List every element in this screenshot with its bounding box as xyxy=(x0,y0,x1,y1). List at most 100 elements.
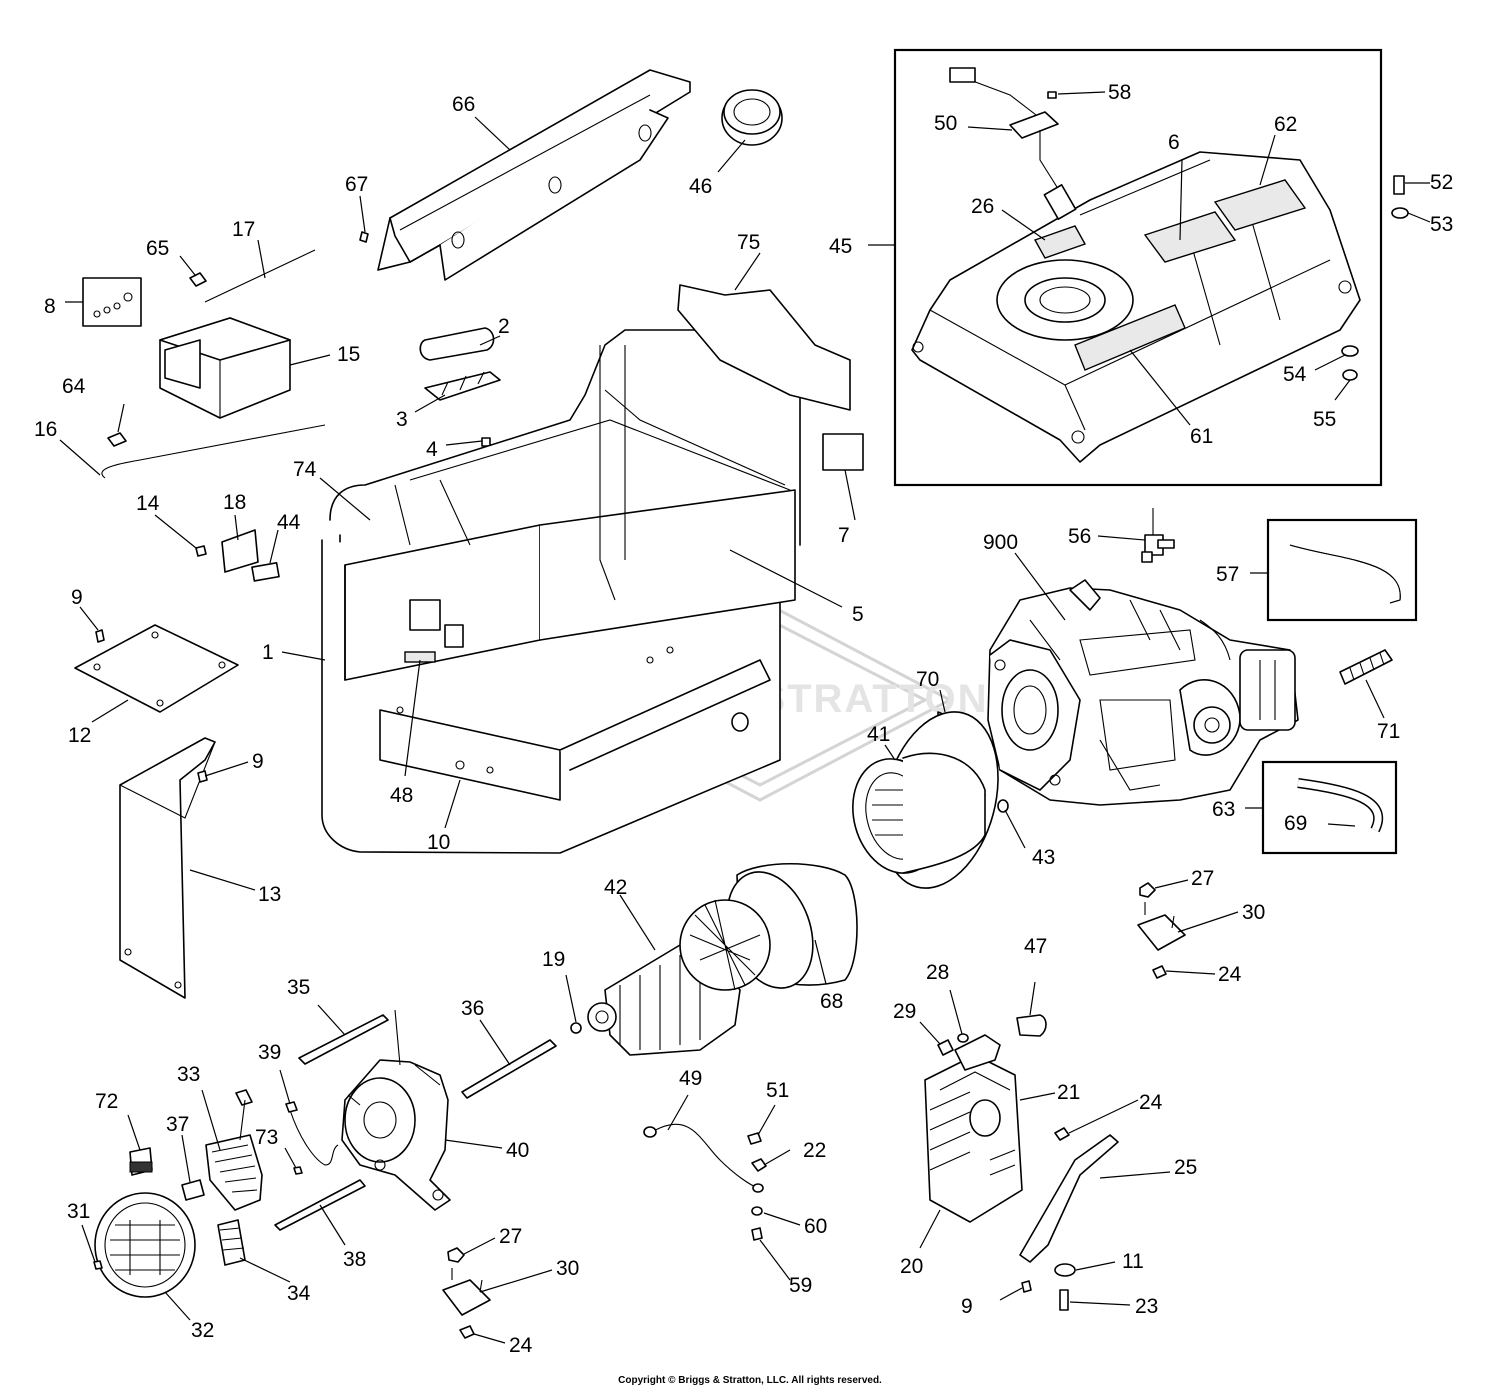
callout-69: 69 xyxy=(1284,812,1307,835)
callout-57: 57 xyxy=(1216,563,1239,586)
callout-labels: 1 2 3 4 5 6 7 8 9 9 9 10 11 12 13 14 15 … xyxy=(34,81,1453,1357)
callout-33: 33 xyxy=(177,1063,200,1086)
nut-55 xyxy=(1342,369,1358,381)
bracket-13 xyxy=(119,737,216,999)
callout-5: 5 xyxy=(852,603,864,626)
bolt-52 xyxy=(1393,175,1405,195)
screw-4 xyxy=(481,437,491,447)
callout-66: 66 xyxy=(452,93,475,116)
callout-7: 7 xyxy=(838,524,850,547)
callout-55: 55 xyxy=(1313,408,1336,431)
nut-24-bottom xyxy=(459,1325,475,1339)
frame-1 xyxy=(321,329,801,854)
callout-15: 15 xyxy=(337,343,360,366)
muffler-20-21 xyxy=(924,1034,1023,1223)
callout-14: 14 xyxy=(136,492,160,515)
callout-1: 1 xyxy=(262,641,274,664)
callout-26: 26 xyxy=(971,195,994,218)
callout-43: 43 xyxy=(1032,846,1055,869)
through-bolt-36 xyxy=(461,1039,557,1099)
callout-46: 46 xyxy=(689,175,712,198)
callout-70: 70 xyxy=(916,668,939,691)
callout-36: 36 xyxy=(461,997,484,1020)
screw-14 xyxy=(195,545,207,557)
brush-holder-37 xyxy=(181,1179,205,1201)
callout-29: 29 xyxy=(893,1000,916,1023)
callout-67: 67 xyxy=(345,173,368,196)
callout-68: 68 xyxy=(820,990,843,1013)
callout-60: 60 xyxy=(804,1215,827,1238)
callout-53: 53 xyxy=(1430,213,1453,236)
callout-39: 39 xyxy=(258,1041,281,1064)
plate-18 xyxy=(221,529,259,573)
top-cover-66 xyxy=(377,69,691,281)
nut-29 xyxy=(937,1039,954,1056)
callout-47: 47 xyxy=(1024,935,1047,958)
fuel-valve-56 xyxy=(1141,508,1175,563)
callout-64: 64 xyxy=(62,375,86,398)
callout-18: 18 xyxy=(223,491,246,514)
callout-37: 37 xyxy=(166,1113,189,1136)
bolt-64 xyxy=(107,432,127,447)
callout-54: 54 xyxy=(1283,363,1307,386)
nut-24-right xyxy=(1152,965,1167,979)
nut-43 xyxy=(997,799,1009,813)
callout-58: 58 xyxy=(1108,81,1131,104)
handle-grip-2-3 xyxy=(419,327,501,401)
callout-40: 40 xyxy=(506,1139,529,1162)
callout-41: 41 xyxy=(867,723,890,746)
callout-62: 62 xyxy=(1274,113,1297,136)
callout-59: 59 xyxy=(789,1274,812,1297)
nut-24-muffler xyxy=(1054,1127,1070,1141)
nut-27-right xyxy=(1139,882,1156,898)
callout-74: 74 xyxy=(293,458,317,481)
screw-31 xyxy=(93,1260,103,1270)
callout-56: 56 xyxy=(1068,525,1091,548)
callout-12: 12 xyxy=(68,724,91,747)
callout-35: 35 xyxy=(287,976,310,999)
callout-9-top: 9 xyxy=(71,586,83,609)
battery-strap-16 xyxy=(101,424,326,479)
callout-2: 2 xyxy=(498,315,510,338)
clip-67 xyxy=(359,231,369,243)
callout-8: 8 xyxy=(44,295,56,318)
fuel-gauge-50 xyxy=(949,67,1077,220)
battery-15 xyxy=(159,317,291,419)
spring-71 xyxy=(1339,649,1393,685)
battery-rod-17 xyxy=(204,249,316,303)
ground-wire-49 xyxy=(651,1123,759,1189)
callout-42: 42 xyxy=(604,876,627,899)
label-7 xyxy=(822,433,864,471)
nut-22 xyxy=(751,1158,767,1172)
callout-24-muffler: 24 xyxy=(1139,1091,1163,1114)
callout-4: 4 xyxy=(426,438,438,461)
engine-900 xyxy=(987,579,1299,806)
fuel-tank xyxy=(911,151,1361,463)
callout-27-bottom: 27 xyxy=(499,1225,522,1248)
callout-17: 17 xyxy=(232,218,255,241)
callout-13: 13 xyxy=(258,883,281,906)
callout-25: 25 xyxy=(1174,1156,1197,1179)
mount-30-right xyxy=(1137,902,1186,951)
callout-34: 34 xyxy=(287,1282,311,1305)
screw-9-bottom xyxy=(1021,1280,1032,1293)
screw-73 xyxy=(293,1166,303,1175)
end-cover-32 xyxy=(94,1192,196,1298)
leader-lines xyxy=(59,91,1431,1344)
fuel-line-group-box-57 xyxy=(1266,518,1418,622)
callout-38: 38 xyxy=(343,1248,366,1271)
callout-63: 63 xyxy=(1212,798,1235,821)
callout-72: 72 xyxy=(95,1090,118,1113)
fuel-cap-46 xyxy=(721,89,783,146)
callout-9-bottom: 9 xyxy=(961,1295,973,1318)
callout-23: 23 xyxy=(1135,1295,1158,1318)
rear-housing-40 xyxy=(341,1009,451,1211)
callout-24-bottom: 24 xyxy=(509,1334,533,1357)
callout-6: 6 xyxy=(1168,131,1180,154)
stator-41 xyxy=(852,711,999,889)
callout-30-bottom: 30 xyxy=(556,1257,579,1280)
muffler-bracket-25 xyxy=(1019,1134,1119,1263)
screw-58 xyxy=(1047,91,1057,99)
callout-51: 51 xyxy=(766,1079,789,1102)
wing-nut-51 xyxy=(747,1132,762,1145)
